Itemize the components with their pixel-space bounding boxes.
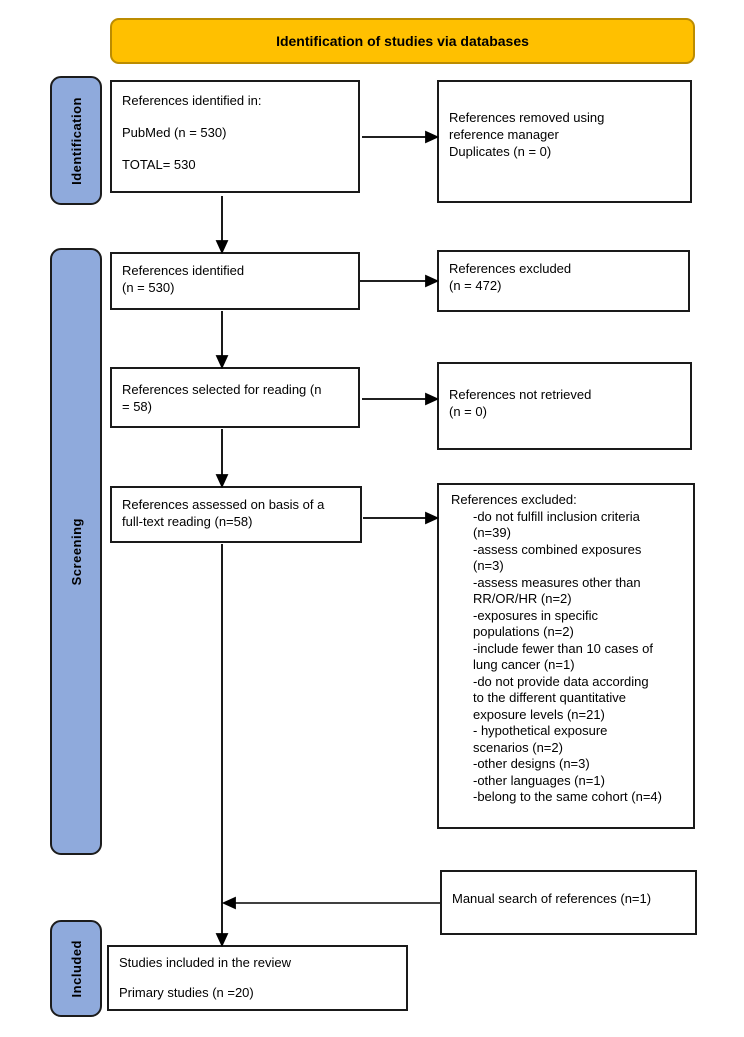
box-references-identified: References identified (n = 530) — [110, 252, 360, 310]
exclusion-list: -do not fulfill inclusion criteria (n=39… — [451, 509, 687, 806]
stage-bar-identification: Identification — [50, 76, 102, 205]
box-studies-included: Studies included in the review Primary s… — [107, 945, 408, 1011]
exclusion-item: -exposures in specific populations (n=2) — [473, 607, 598, 640]
exclusion-title: References excluded: — [451, 492, 577, 507]
stage-label-included: Included — [68, 939, 84, 998]
exclusion-item: -include fewer than 10 cases of lung can… — [473, 640, 653, 673]
box-references-selected-for-reading: References selected for reading (n = 58) — [110, 367, 360, 428]
exclusion-item: -do not fulfill inclusion criteria (n=39… — [473, 508, 640, 541]
banner-identification-via-databases: Identification of studies via databases — [110, 18, 695, 64]
arrowhead-right-1 — [425, 130, 440, 144]
exclusion-item: -assess combined exposures (n=3) — [473, 541, 642, 574]
arrowhead-right-4 — [425, 511, 440, 525]
arrowhead-left-1 — [221, 896, 236, 910]
arrowhead-down-1 — [215, 240, 229, 255]
stage-label-identification: Identification — [68, 96, 84, 185]
arrowhead-down-3 — [215, 474, 229, 489]
banner-title: Identification of studies via databases — [276, 33, 529, 49]
exclusion-item: -other designs (n=3) — [473, 756, 590, 771]
box-references-identified-in: References identified in: PubMed (n = 53… — [110, 80, 360, 193]
box-references-not-retrieved: References not retrieved (n = 0) — [437, 362, 692, 450]
box-references-removed-duplicates: References removed using reference manag… — [437, 80, 692, 203]
box-references-excluded: References excluded (n = 472) — [437, 250, 690, 312]
arrowhead-right-3 — [425, 392, 440, 406]
stage-label-screening: Screening — [68, 517, 84, 586]
box-full-text-exclusion-reasons: References excluded: -do not fulfill inc… — [437, 483, 695, 829]
exclusion-item: -assess measures other than RR/OR/HR (n=… — [473, 574, 641, 607]
stage-bar-screening: Screening — [50, 248, 102, 855]
arrowhead-right-2 — [425, 274, 440, 288]
exclusion-item: - hypothetical exposure scenarios (n=2) — [473, 723, 608, 755]
box-manual-search: Manual search of references (n=1) — [440, 870, 697, 935]
exclusion-item: -do not provide data according to the di… — [473, 673, 649, 722]
stage-bar-included: Included — [50, 920, 102, 1017]
arrowhead-down-2 — [215, 355, 229, 370]
exclusion-item: -other languages (n=1) — [473, 772, 605, 788]
arrowhead-down-4 — [215, 933, 229, 948]
exclusion-item: -belong to the same cohort (n=4) — [473, 789, 662, 804]
box-references-assessed-full-text: References assessed on basis of a full-t… — [110, 486, 362, 543]
